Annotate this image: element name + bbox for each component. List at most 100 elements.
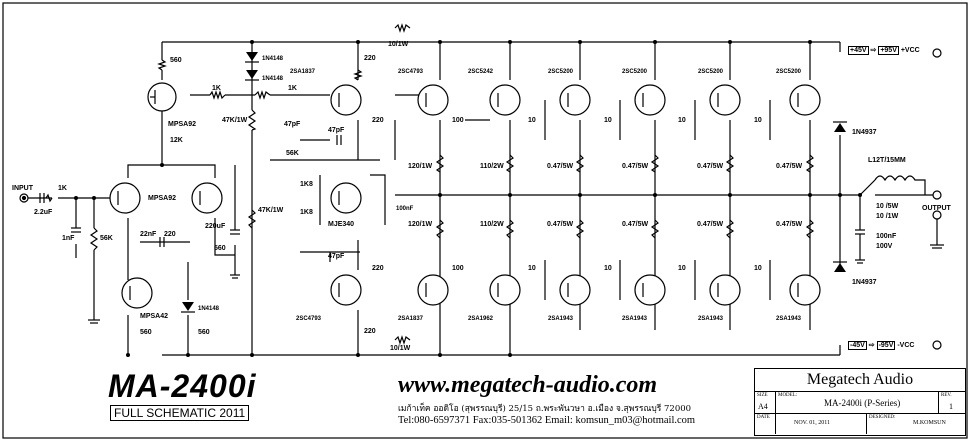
label-q-vas-bot: 2SC4793 [296, 316, 322, 322]
schematic-title: MA-2400i [108, 368, 257, 404]
label-q-pre-top: 2SC5242 [468, 69, 494, 75]
label-r56k: 56K [100, 235, 113, 242]
label-d-top: 1N4937 [852, 129, 877, 136]
label-q-drv-top: 2SC4793 [398, 69, 424, 75]
rev-value: 1 [949, 402, 953, 411]
label-q-out-bot-3: 2SA1943 [698, 316, 724, 322]
label-qdiff: MPSA92 [148, 195, 176, 202]
label-q-bottom-left: MPSA42 [140, 313, 168, 320]
label-re5: 0.47/5W [547, 221, 573, 228]
rail-negative: -45V ⇨ -95V -VCC [848, 341, 915, 350]
label-r100-b: 100 [452, 265, 464, 272]
designer-value: M.KOMSUN [913, 420, 946, 426]
rail-neg-label: -VCC [897, 342, 915, 349]
designed-label: DESIGNED: [869, 415, 896, 420]
label-re3: 0.47/5W [697, 163, 723, 170]
title-block: Megatech Audio SIZE A4 MODEL: MA-2400i (… [754, 368, 966, 436]
diodes [182, 52, 846, 311]
model-value: MA-2400i (P-Series) [824, 398, 901, 408]
label-re6: 0.47/5W [622, 221, 648, 228]
label-c47pf-a: 47pF [328, 127, 345, 134]
company-name: Megatech Audio [755, 369, 965, 392]
size-label: SIZE [757, 393, 768, 398]
label-q-out-top-1: 2SC5200 [548, 69, 574, 75]
rail-neg-b: -95V [876, 341, 896, 350]
label-q-out-top-3: 2SC5200 [698, 69, 724, 75]
label-re2: 0.47/5W [622, 163, 648, 170]
label-r1k: 1K [58, 185, 67, 192]
label-r10-d: 10 [754, 117, 762, 124]
label-c47pf-top: 47pF [284, 121, 301, 128]
label-c22nf: 22nF [140, 231, 157, 238]
schematic-subtitle: FULL SCHEMATIC 2011 [110, 405, 250, 421]
rail-pos-b: +95V [878, 46, 899, 55]
size-value: A4 [758, 402, 768, 411]
label-r10-f: 10 [604, 265, 612, 272]
label-r120-b: 120/1W [408, 221, 433, 228]
rail-neg-a: -45V [848, 341, 867, 350]
label-d1: 1N4148 [262, 56, 284, 62]
label-r1k8-a: 1K8 [300, 181, 313, 188]
label-c-zobel-b: 100V [876, 243, 893, 250]
label-r10-a: 10 [528, 117, 536, 124]
label-r10-g: 10 [678, 265, 686, 272]
label-r560-top: 560 [170, 57, 182, 64]
label-r100-t: 100 [452, 117, 464, 124]
label-q-vas-top: 2SA1837 [290, 69, 316, 75]
label-q-out-bot-1: 2SA1943 [548, 316, 574, 322]
label-r220-dt: 220 [372, 117, 384, 124]
label-r220-vb: 220 [364, 328, 376, 335]
title-block-row-model: SIZE A4 MODEL: MA-2400i (P-Series) REV. … [755, 392, 965, 414]
label-r220-db: 220 [372, 265, 384, 272]
label-q-out-top-4: 2SC5200 [776, 69, 802, 75]
arrow-right-icon: ⇨ [868, 342, 875, 349]
label-r560-mid: 560 [214, 245, 226, 252]
label-r-zobel-a: 10 /5W [876, 203, 899, 210]
rev-label: REV. [941, 393, 952, 398]
label-r10-bot: 10/1W [390, 345, 411, 352]
title-block-row-date: DATE NOV. 01, 2011 DESIGNED: M.KOMSUN [755, 414, 965, 434]
label-r1k8-b: 1K8 [300, 209, 313, 216]
label-r47k-a: 47K/1W [222, 117, 248, 124]
rail-positive: +45V ⇨ +95V +VCC [848, 46, 920, 55]
label-q-pre-bot: 2SA1962 [468, 316, 494, 322]
label-c1nf: 1nF [62, 235, 75, 242]
label-r10-c: 10 [678, 117, 686, 124]
address-text: เมก้าเท็ค ออดิโอ (สุพรรณบุรี) 25/15 ถ.พร… [398, 404, 692, 414]
label-q-out-bot-2: 2SA1943 [622, 316, 648, 322]
label-r220-vt: 220 [364, 55, 376, 62]
label-r12k: 12K [170, 137, 183, 144]
label-q-out-bot-4: 2SA1943 [776, 316, 802, 322]
label-r110-a: 110/2W [480, 163, 504, 170]
label-q-out-top-2: 2SC5200 [622, 69, 648, 75]
input-label: INPUT [12, 185, 34, 192]
output-label: OUTPUT [922, 205, 952, 212]
label-d-bot: 1N4937 [852, 279, 877, 286]
label-r1k-b: 1K [288, 85, 297, 92]
label-l-out: L12T/15MM [868, 157, 906, 164]
label-re8: 0.47/5W [776, 221, 802, 228]
date-value: NOV. 01, 2011 [794, 420, 831, 426]
label-c47pf-bot: 47pF [328, 253, 345, 260]
website-text: www.megatech-audio.com [398, 372, 658, 398]
label-r1k-a: 1K [212, 85, 221, 92]
label-re7: 0.47/5W [697, 221, 723, 228]
rail-pos-label: +VCC [900, 47, 920, 54]
label-r10-h: 10 [754, 265, 762, 272]
label-r560-bl: 560 [140, 329, 152, 336]
terminals [19, 48, 942, 350]
label-c-zobel-a: 100nF [876, 233, 897, 240]
transistors [109, 82, 821, 309]
label-r56k-b: 56K [286, 150, 299, 157]
label-q-bias: MJE340 [328, 221, 354, 228]
label-re1: 0.47/5W [547, 163, 573, 170]
label-r10-top: 10/1W [388, 41, 409, 48]
label-r220-fb: 220 [164, 231, 176, 238]
rail-pos-a: +45V [848, 46, 869, 55]
resistor-560 [157, 59, 167, 71]
label-c220uf: 220uF [205, 223, 226, 230]
label-r10-b: 10 [604, 117, 612, 124]
